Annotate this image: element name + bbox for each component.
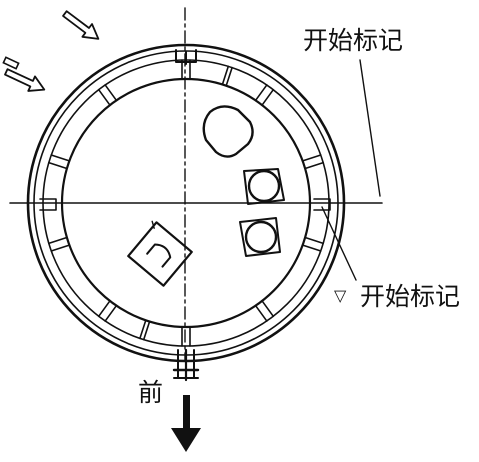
start-mark-label-right: 开始标记 bbox=[360, 282, 461, 311]
view-arrow-lower bbox=[4, 68, 46, 92]
rounded-square-port bbox=[202, 105, 254, 158]
leader-line-top-label bbox=[359, 59, 381, 197]
front-label: 前 bbox=[138, 378, 164, 407]
start-mark-label-top: 开始标记 bbox=[303, 26, 404, 55]
view-arrow-tail bbox=[2, 56, 20, 70]
triangle-marker-icon: ▽ bbox=[334, 286, 347, 305]
upper-port bbox=[243, 168, 285, 205]
right-notch bbox=[313, 198, 331, 211]
tilted-fitting bbox=[127, 220, 193, 287]
leader-line-right-label bbox=[321, 206, 357, 281]
front-arrow bbox=[171, 395, 201, 452]
lower-port bbox=[239, 217, 281, 257]
radial-ribs bbox=[47, 59, 325, 347]
left-notch bbox=[39, 198, 57, 211]
view-arrow-upper bbox=[62, 10, 100, 40]
bottom-connector bbox=[172, 348, 200, 382]
